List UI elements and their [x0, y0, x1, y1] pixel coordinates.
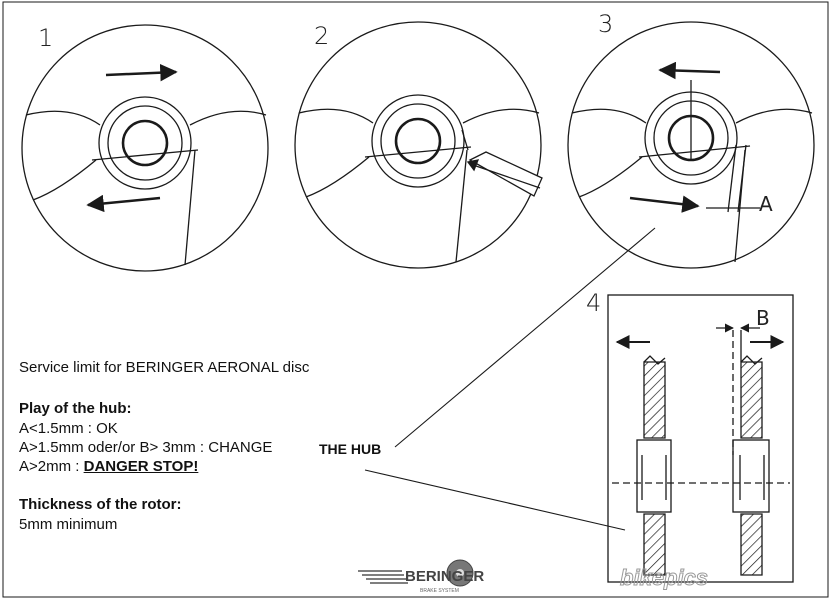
play-line-change: A>1.5mm oder/or B> 3mm : CHANGE	[19, 439, 273, 456]
dimension-label-b: B	[756, 306, 770, 330]
step-number-2: 2	[314, 22, 329, 50]
fig1-arm-left	[32, 159, 97, 201]
leader-lines	[364, 227, 656, 531]
fig1-rotor-edge-left	[25, 110, 101, 126]
fig3-arrow-right	[629, 195, 700, 213]
fig3-outline	[567, 21, 815, 269]
fig1-outline	[21, 24, 269, 272]
fig1-arrow-right	[105, 63, 178, 82]
fig1-hub-outer	[98, 96, 192, 190]
step-number-4: 4	[586, 289, 601, 317]
figure-2	[294, 21, 543, 269]
fig1-hub-bore	[121, 119, 169, 167]
figure-4	[607, 294, 794, 583]
fig2-arm-left	[305, 156, 370, 198]
thickness-value: 5mm minimum	[19, 516, 118, 533]
step-number-1: 1	[38, 24, 53, 52]
fig1-hub-mid	[107, 105, 183, 181]
fig2-hub-outer	[371, 94, 465, 188]
play-line-danger: A>2mm : DANGER STOP!	[19, 458, 198, 475]
fig2-hub-mid	[380, 103, 456, 179]
play-line-ok: A<1.5mm : OK	[19, 420, 118, 437]
fig2-outline	[294, 21, 542, 269]
fig1-rotor-edge-right	[189, 110, 267, 126]
fig2-gap-line	[461, 129, 469, 151]
fig3-gap-right	[737, 144, 747, 213]
fig4-right-break-mark	[740, 355, 763, 365]
danger-stop-label: DANGER STOP!	[83, 458, 199, 475]
logo-disc-center	[456, 569, 464, 577]
logo-wordmark: BERINGER	[405, 568, 484, 585]
fig2-hub-line	[364, 146, 472, 158]
service-limit-title: Service limit for BERINGER AERONAL disc	[19, 359, 310, 376]
fig4-right-rotor-top	[740, 361, 763, 439]
fig4-right-rotor-bottom	[740, 513, 763, 576]
fig2-feeler-tool	[466, 151, 543, 197]
watermark-text: bikepics	[620, 565, 708, 590]
play-line-change-hub: THE HUB	[319, 441, 382, 457]
figure-3	[567, 21, 815, 269]
fig4-left-rotor-bottom	[643, 513, 666, 576]
figure-1	[21, 24, 269, 272]
fig3-arm-left	[578, 156, 643, 198]
dimension-label-a: A	[759, 192, 773, 216]
fig4-left-rotor-top	[643, 361, 666, 439]
fig4-right-hub	[732, 439, 770, 513]
fig2-hub-bore	[394, 117, 442, 165]
fig2-rotor-edge-right	[462, 108, 540, 124]
step-number-3: 3	[598, 10, 613, 38]
fig1-arm-right	[184, 149, 196, 266]
fig4-frame	[607, 294, 794, 583]
fig3-arrow-left	[658, 61, 721, 80]
logo-tagline: BRAKE SYSTEM	[420, 588, 459, 594]
fig1-arrow-left	[86, 194, 161, 213]
fig3-gap-left	[727, 144, 737, 213]
beringer-logo: BERINGER BRAKE SYSTEM	[358, 559, 484, 594]
fig3-rotor-edge-right	[735, 108, 813, 124]
fig4-left-hub	[636, 439, 672, 513]
leader-to-figure-3	[394, 227, 656, 448]
fig4-left-break-mark	[643, 355, 666, 365]
thickness-heading: Thickness of the rotor:	[19, 496, 182, 513]
play-heading: Play of the hub:	[19, 400, 132, 417]
fig1-hub-line	[91, 149, 199, 161]
fig3-rotor-edge-left	[571, 108, 647, 124]
fig2-arm-right	[455, 149, 468, 263]
danger-prefix: A>2mm :	[19, 458, 84, 475]
logo-speed-stripes	[358, 570, 408, 584]
leader-to-figure-4	[364, 469, 626, 531]
fig2-rotor-edge-left	[298, 108, 374, 124]
